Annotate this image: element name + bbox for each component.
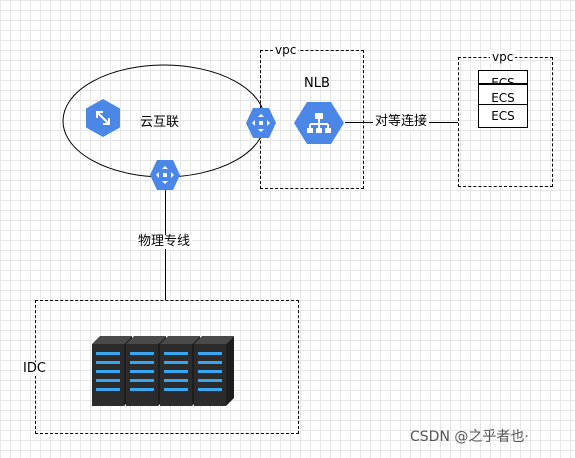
vpc-right-label: vpc	[490, 50, 516, 64]
ecs-instance: ECS	[478, 104, 528, 128]
server-rack-group	[92, 334, 252, 408]
ecs-stack: ECS ECS ECS	[478, 70, 528, 130]
idc-label: IDC	[22, 361, 47, 376]
cloud-interconnect-label: 云互联	[140, 115, 180, 130]
gateway-bottom-icon	[149, 159, 181, 191]
ecs-instance: ECS	[478, 84, 528, 106]
load-balancer-icon	[293, 101, 345, 145]
peering-label: 对等连接	[373, 114, 430, 129]
gateway-right-icon	[245, 107, 277, 139]
watermark: CSDN @之乎者也·	[410, 429, 529, 445]
nlb-label: NLB	[304, 76, 330, 91]
vpc-left-label: vpc	[273, 43, 299, 57]
network-icon	[84, 98, 122, 138]
physical-line-label: 物理专线	[136, 234, 193, 249]
ecs-instance: ECS	[478, 70, 528, 84]
